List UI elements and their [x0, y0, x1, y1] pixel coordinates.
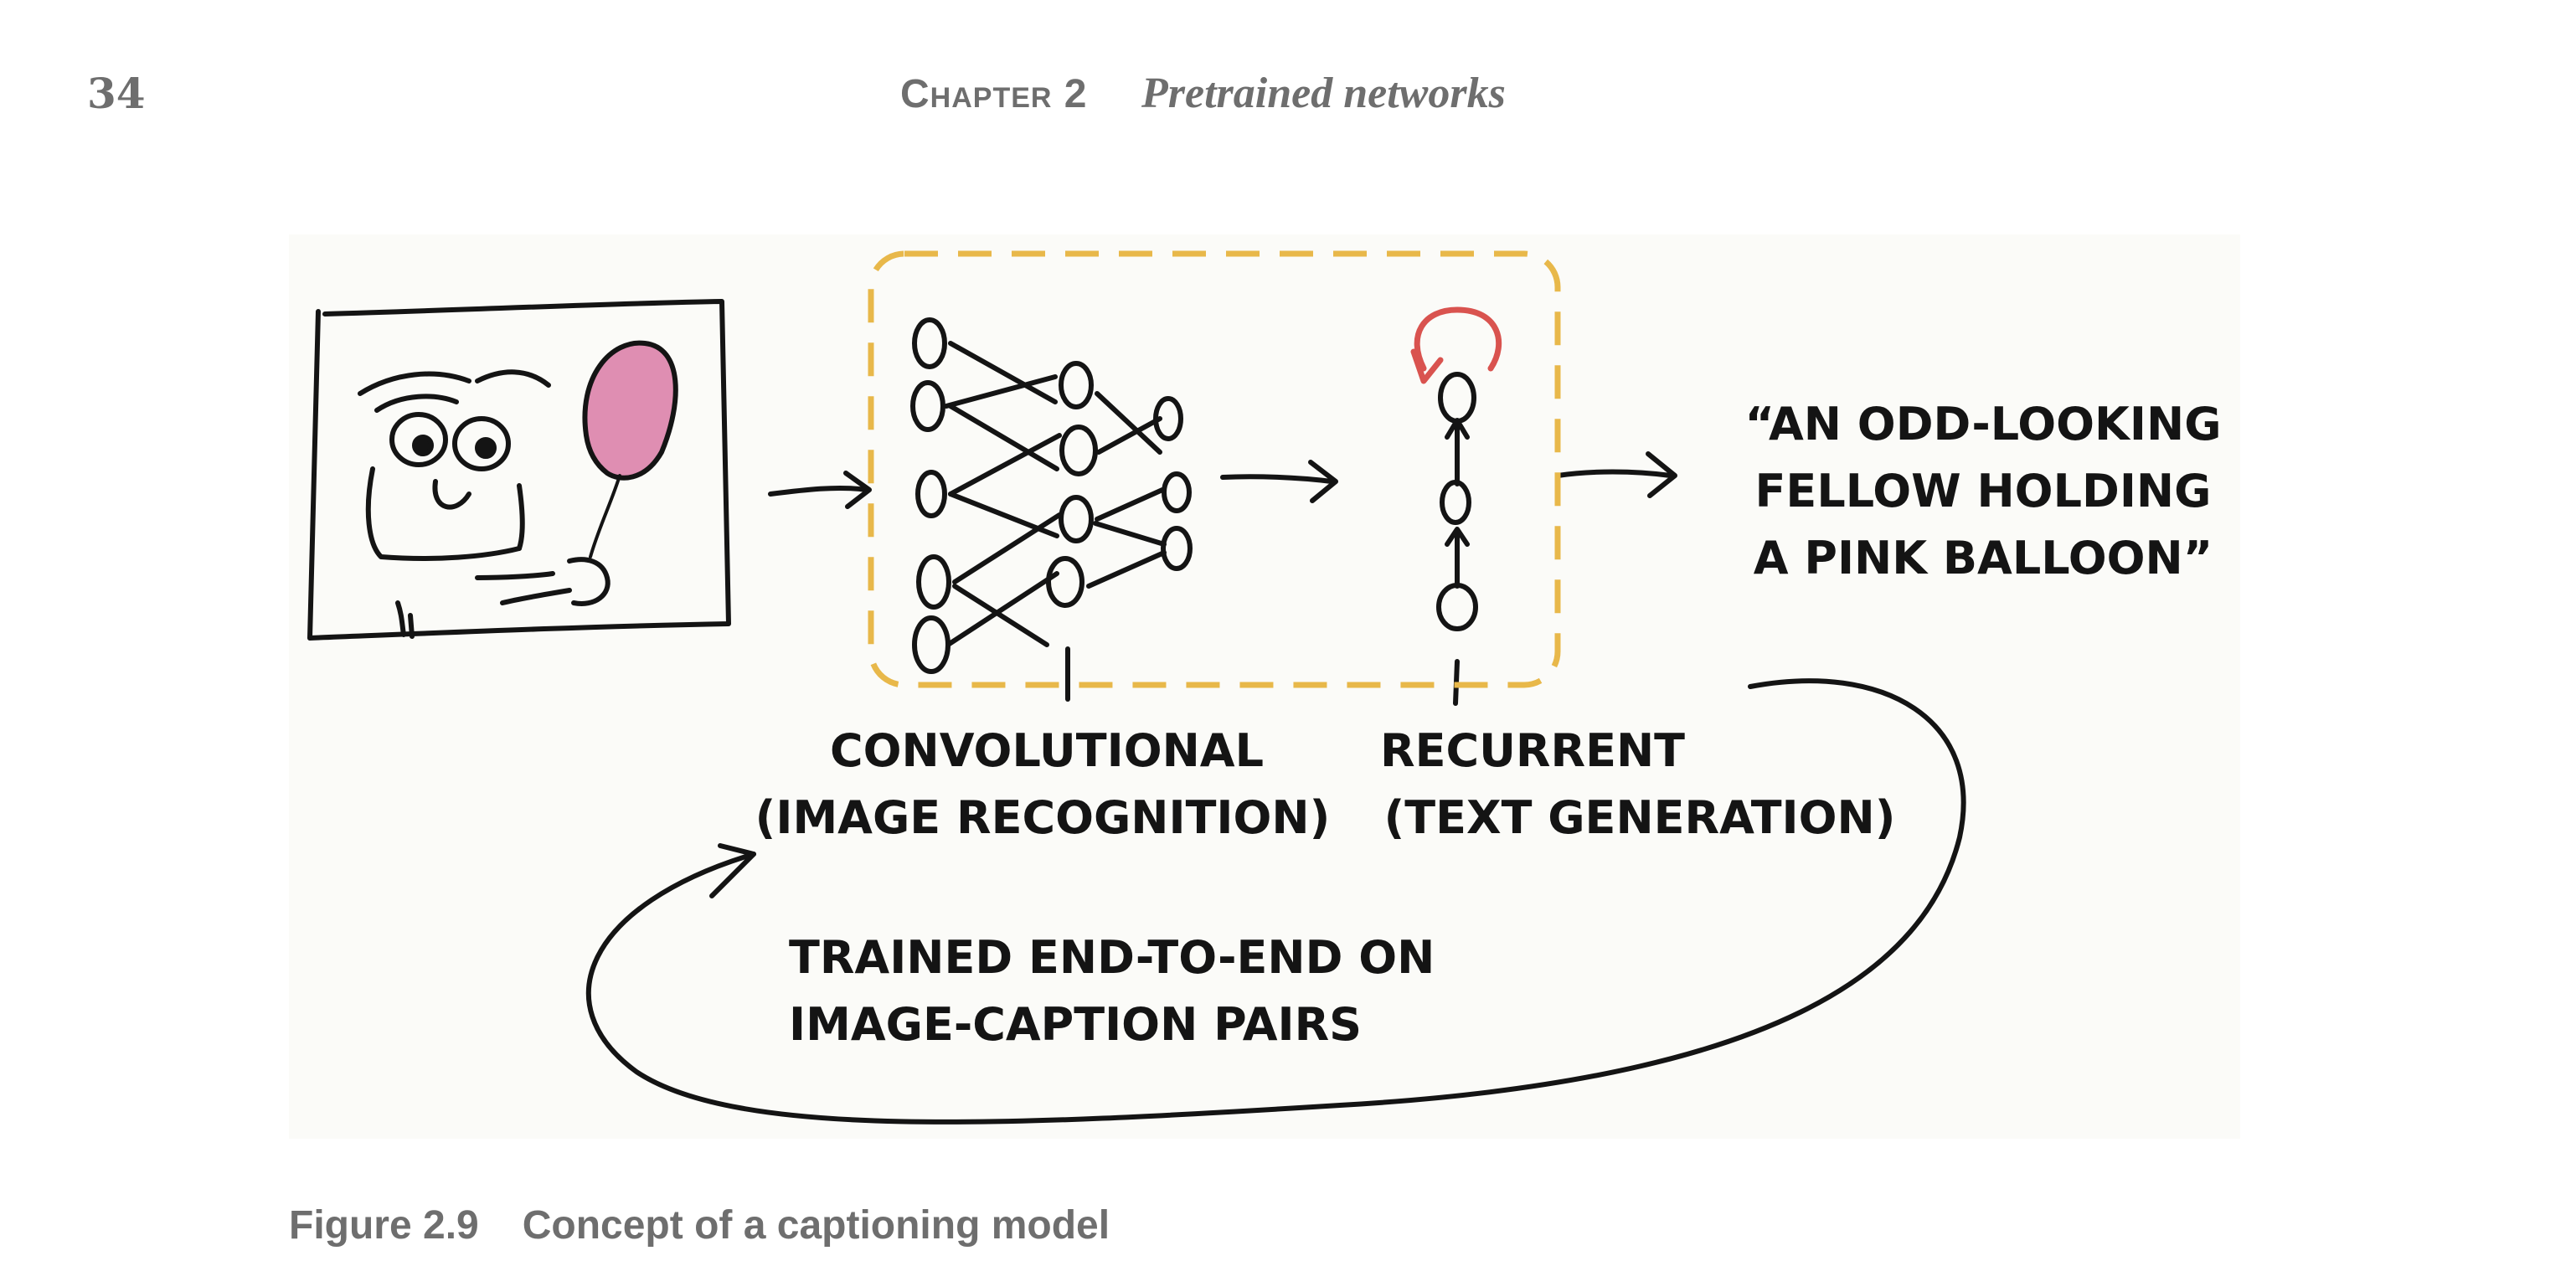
arrow-cnn-to-rnn — [1220, 460, 1338, 503]
cnn-label-line2: (IMAGE RECOGNITION) — [755, 791, 1331, 844]
arrow-image-to-cnn — [768, 471, 872, 509]
convolutional-network — [910, 317, 1193, 702]
output-caption-line2: FELLOW HOLDING — [1755, 465, 2212, 517]
recurrent-network — [1410, 306, 1502, 706]
loop-label-line1: TRAINED END-TO-END ON — [789, 931, 1435, 984]
figure-caption-text: Concept of a captioning model — [522, 1203, 1110, 1248]
running-header: Chapter 2 Pretrained networks — [900, 69, 1506, 118]
figure-number: Figure 2.9 — [289, 1203, 479, 1248]
training-loop-arrow — [585, 678, 1966, 1125]
figure-caption: Figure 2.9 Concept of a captioning model — [289, 1202, 1110, 1248]
rnn-label-line1: RECURRENT — [1380, 724, 1685, 777]
output-caption-line3: A PINK BALLOON” — [1754, 532, 2213, 584]
page-number: 34 — [87, 69, 146, 118]
cnn-label-line1: CONVOLUTIONAL — [830, 724, 1264, 777]
chapter-title: Pretrained networks — [1141, 69, 1506, 117]
rnn-label-line2: (TEXT GENERATION) — [1384, 791, 1896, 844]
pink-balloon — [582, 340, 678, 558]
loop-label-line2: IMAGE-CAPTION PAIRS — [789, 998, 1362, 1051]
model-dashed-box — [868, 250, 1561, 688]
face-eyes — [389, 412, 511, 471]
output-caption-line1: “AN ODD-LOOKING — [1744, 398, 2221, 450]
input-image — [307, 299, 731, 641]
arrow-rnn-to-caption — [1555, 451, 1677, 498]
chapter-label: Chapter 2 — [900, 72, 1088, 116]
